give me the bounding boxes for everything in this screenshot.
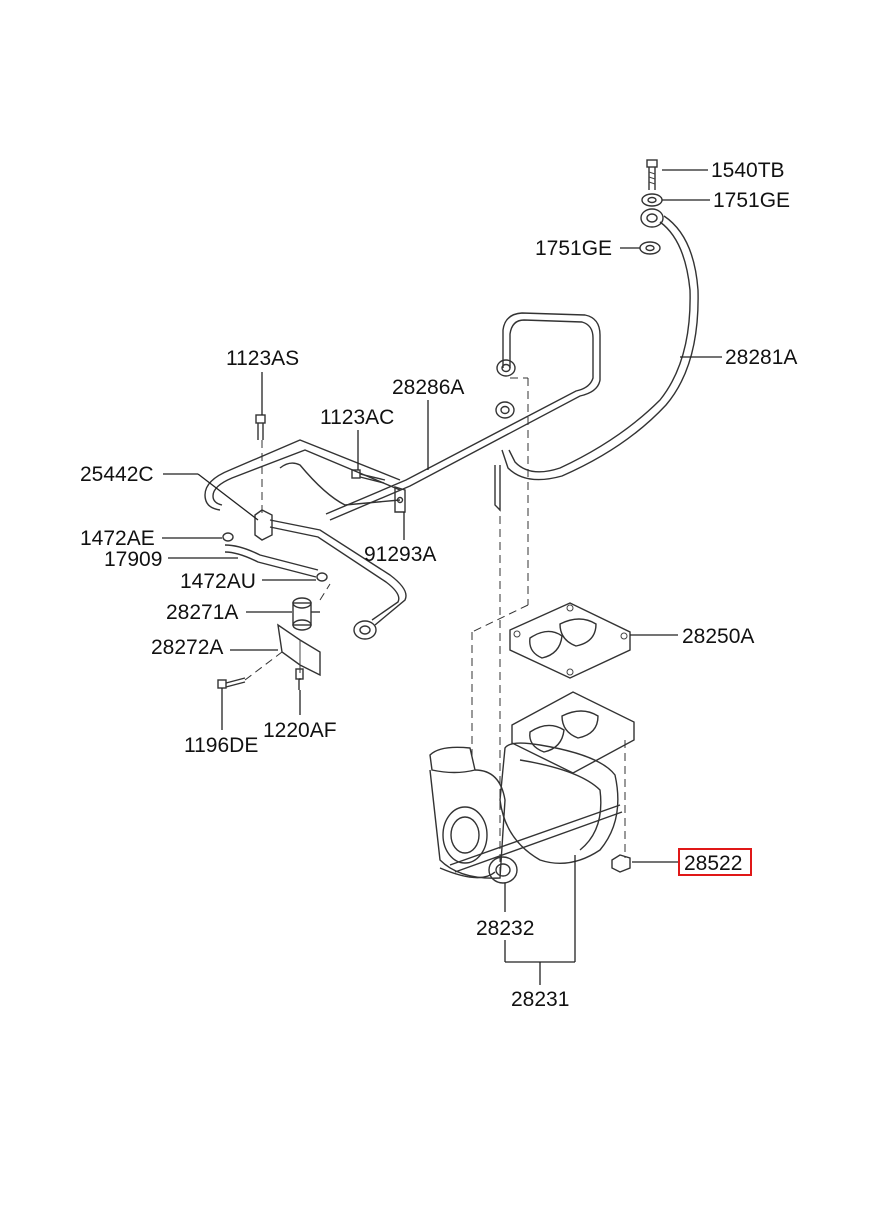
label-28522[interactable]: 28522 (684, 852, 742, 875)
leader-lines (162, 169, 722, 985)
label-25442C[interactable]: 25442C (80, 463, 154, 486)
label-28286A[interactable]: 28286A (392, 376, 464, 399)
label-28250A[interactable]: 28250A (682, 625, 754, 648)
label-28232[interactable]: 28232 (476, 917, 534, 940)
pipe-assembly-28286A (204, 312, 601, 626)
gasket-28250A (509, 602, 631, 679)
washer-1751GE-mid (639, 241, 661, 255)
bolt-1123AS (255, 414, 266, 440)
actuator-28232 (488, 856, 518, 884)
label-1540TB[interactable]: 1540TB (711, 159, 785, 182)
clip-1472AU (316, 572, 328, 582)
bolt-1123AC (351, 469, 386, 484)
label-1751GE-mid[interactable]: 1751GE (535, 237, 612, 260)
turbocharger-28231 (429, 691, 635, 879)
banjo-lower (495, 401, 515, 419)
label-1123AC[interactable]: 1123AC (320, 406, 394, 429)
label-1472AU[interactable]: 1472AU (180, 570, 256, 593)
part-labels: 1540TB 1751GE 1751GE 28281A 1123AS 28286… (80, 159, 797, 1011)
hose-17909 (224, 544, 319, 578)
label-28231[interactable]: 28231 (511, 988, 569, 1011)
banjo-fitting (640, 208, 664, 228)
label-17909[interactable]: 17909 (104, 548, 162, 571)
label-1472AE[interactable]: 1472AE (80, 527, 155, 550)
bracket-25442C (254, 509, 273, 541)
label-28281A[interactable]: 28281A (725, 346, 797, 369)
bracket-28272A (277, 623, 321, 677)
nut-28522 (611, 854, 631, 873)
highlight-box-28522 (678, 848, 752, 876)
bolt-1540TB (646, 159, 658, 190)
label-1123AS[interactable]: 1123AS (226, 347, 299, 370)
label-91293A[interactable]: 91293A (364, 543, 436, 566)
clamp-91293A (394, 486, 406, 513)
bolt-1196DE (217, 677, 246, 689)
clip-1472AE (222, 532, 234, 542)
actuator-28271A (292, 597, 320, 631)
label-28272A[interactable]: 28272A (151, 636, 223, 659)
banjo-upper (496, 359, 516, 377)
label-28271A[interactable]: 28271A (166, 601, 238, 624)
oil-feed-pipe-28281A (501, 215, 699, 481)
assembly-dash-lines (244, 377, 626, 880)
banjo-end (353, 620, 377, 640)
label-1220AF[interactable]: 1220AF (263, 719, 337, 742)
washer-1751GE-top (641, 193, 663, 207)
label-1751GE-top[interactable]: 1751GE (713, 189, 790, 212)
label-1196DE[interactable]: 1196DE (184, 734, 258, 757)
